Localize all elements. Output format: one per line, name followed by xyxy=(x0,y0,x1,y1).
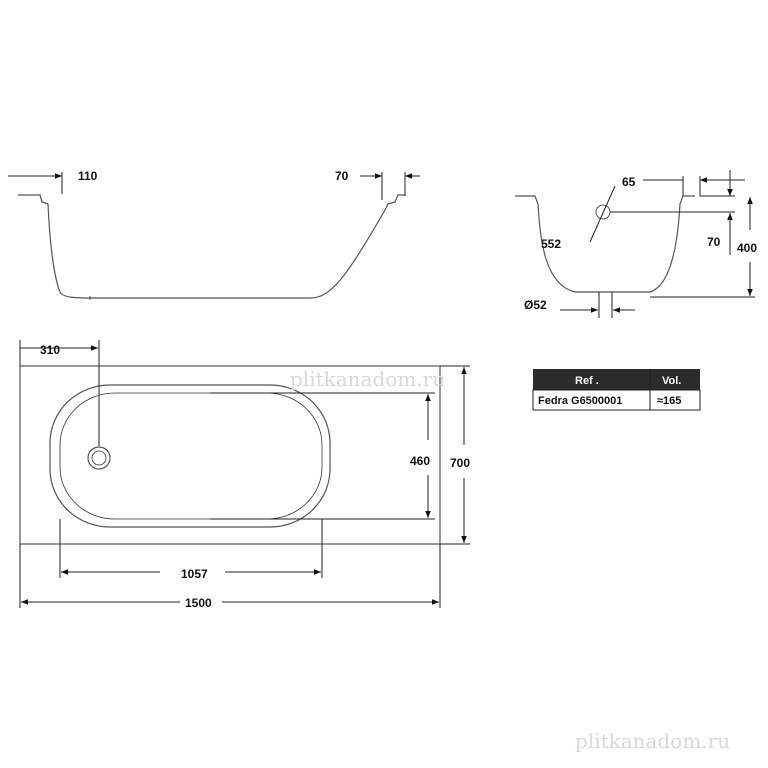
top-view-basin-inner xyxy=(59,392,323,520)
top-view-outer-rim xyxy=(19,365,441,545)
dim-70-label: 70 xyxy=(335,169,349,183)
drain-outer-icon xyxy=(87,446,111,470)
spec-header-ref: Ref . xyxy=(575,375,599,387)
spec-table: Ref . Vol. Fedra G6500001 ≈165 xyxy=(532,369,701,411)
dim-460-label: 460 xyxy=(410,454,430,468)
dim-110-label: 110 xyxy=(78,169,98,183)
side-view-outline xyxy=(18,194,405,299)
spec-table-row-bg xyxy=(532,389,701,411)
watermark-bottom: plitkanadom.ru xyxy=(575,729,730,753)
leader-552 xyxy=(589,185,616,243)
dim-310-label: 310 xyxy=(40,343,60,357)
dim-400-label: 400 xyxy=(737,241,757,255)
top-view-basin-outer xyxy=(49,384,331,528)
spec-table-header-bg xyxy=(533,369,700,390)
side-view: 110 70 xyxy=(8,169,420,300)
dim-1500-label: 1500 xyxy=(185,596,212,610)
spec-header-vol: Vol. xyxy=(662,375,681,387)
dim-70-end-label: 70 xyxy=(707,235,721,249)
dim-700-label: 700 xyxy=(450,456,470,470)
watermark-top: plitkanadom.ru xyxy=(290,367,445,391)
end-view: 65 552 70 400 Ø52 xyxy=(515,170,757,318)
dim-65-label: 65 xyxy=(622,175,636,189)
dim-1057-label: 1057 xyxy=(181,567,208,581)
spec-cell-ref: Fedra G6500001 xyxy=(538,395,622,407)
drain-inner-icon xyxy=(91,450,107,466)
top-view: 310 460 700 1057 1500 xyxy=(19,340,470,610)
dim-52-label: Ø52 xyxy=(524,298,547,312)
dim-552-label: 552 xyxy=(541,237,561,251)
spec-cell-vol: ≈165 xyxy=(657,395,681,407)
